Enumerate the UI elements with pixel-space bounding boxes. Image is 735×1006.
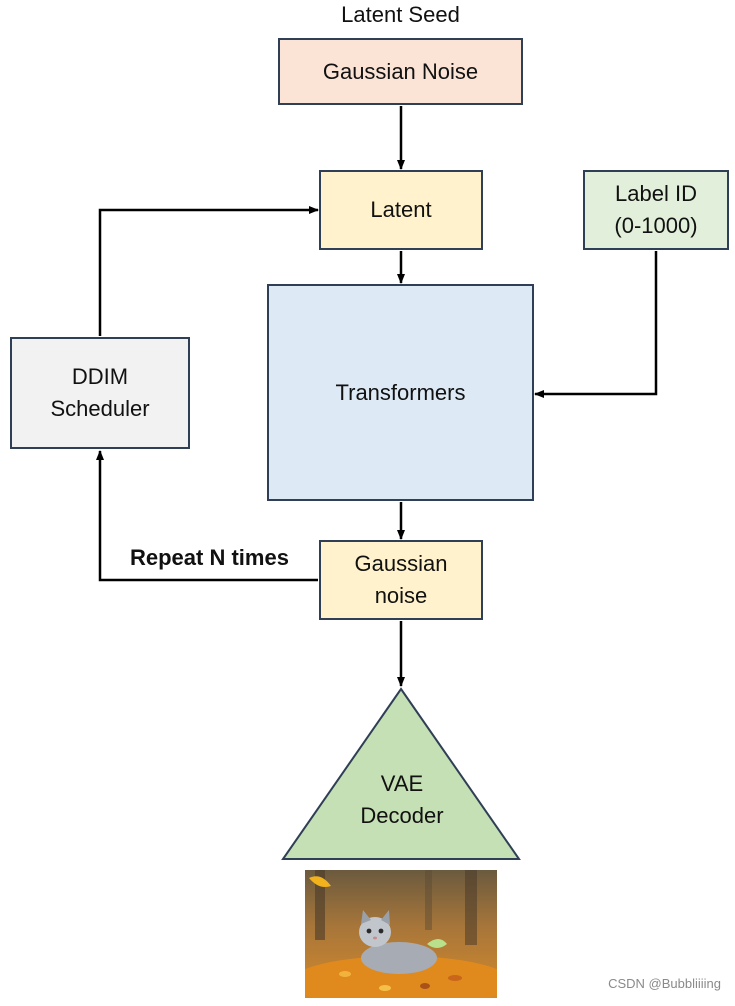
vae-decoder-triangle	[281, 687, 521, 860]
label-id-line-2: (0-1000)	[614, 213, 698, 238]
ddim-line-2: Scheduler	[50, 396, 150, 421]
latent-label: Latent	[370, 197, 432, 223]
gaussian-noise-output-node: Gaussian noise	[319, 540, 483, 620]
latent-seed-label: Latent Seed	[341, 2, 460, 27]
generated-cat-image	[305, 870, 497, 998]
ddim-scheduler-node: DDIM Scheduler	[10, 337, 190, 449]
csdn-watermark: CSDN @Bubbliiiing	[608, 976, 721, 991]
arrow-noise-to-scheduler	[96, 450, 318, 582]
arrow-label-to-transformers	[534, 251, 658, 398]
arrow-scheduler-to-latent	[98, 206, 319, 336]
gaussian-noise-label: Gaussian Noise	[322, 58, 479, 84]
repeat-label: Repeat N times	[130, 545, 289, 570]
label-id-line-1: Label ID	[615, 181, 697, 207]
gaussian-noise-output-line-2: noise	[374, 583, 428, 608]
transformers-label: Transformers	[335, 379, 466, 405]
vae-line-2: Decoder	[360, 802, 444, 828]
label-id-node: Label ID (0-1000)	[583, 170, 729, 250]
transformers-node: Transformers	[267, 284, 534, 501]
latent-node: Latent	[319, 170, 483, 250]
vae-line-1: VAE	[380, 771, 424, 796]
gaussian-noise-node: Gaussian Noise	[278, 38, 523, 105]
gaussian-noise-output-line-1: Gaussian	[354, 551, 448, 577]
vae-decoder-label: VAE Decoder	[302, 768, 502, 832]
ddim-line-1: DDIM	[71, 364, 129, 390]
